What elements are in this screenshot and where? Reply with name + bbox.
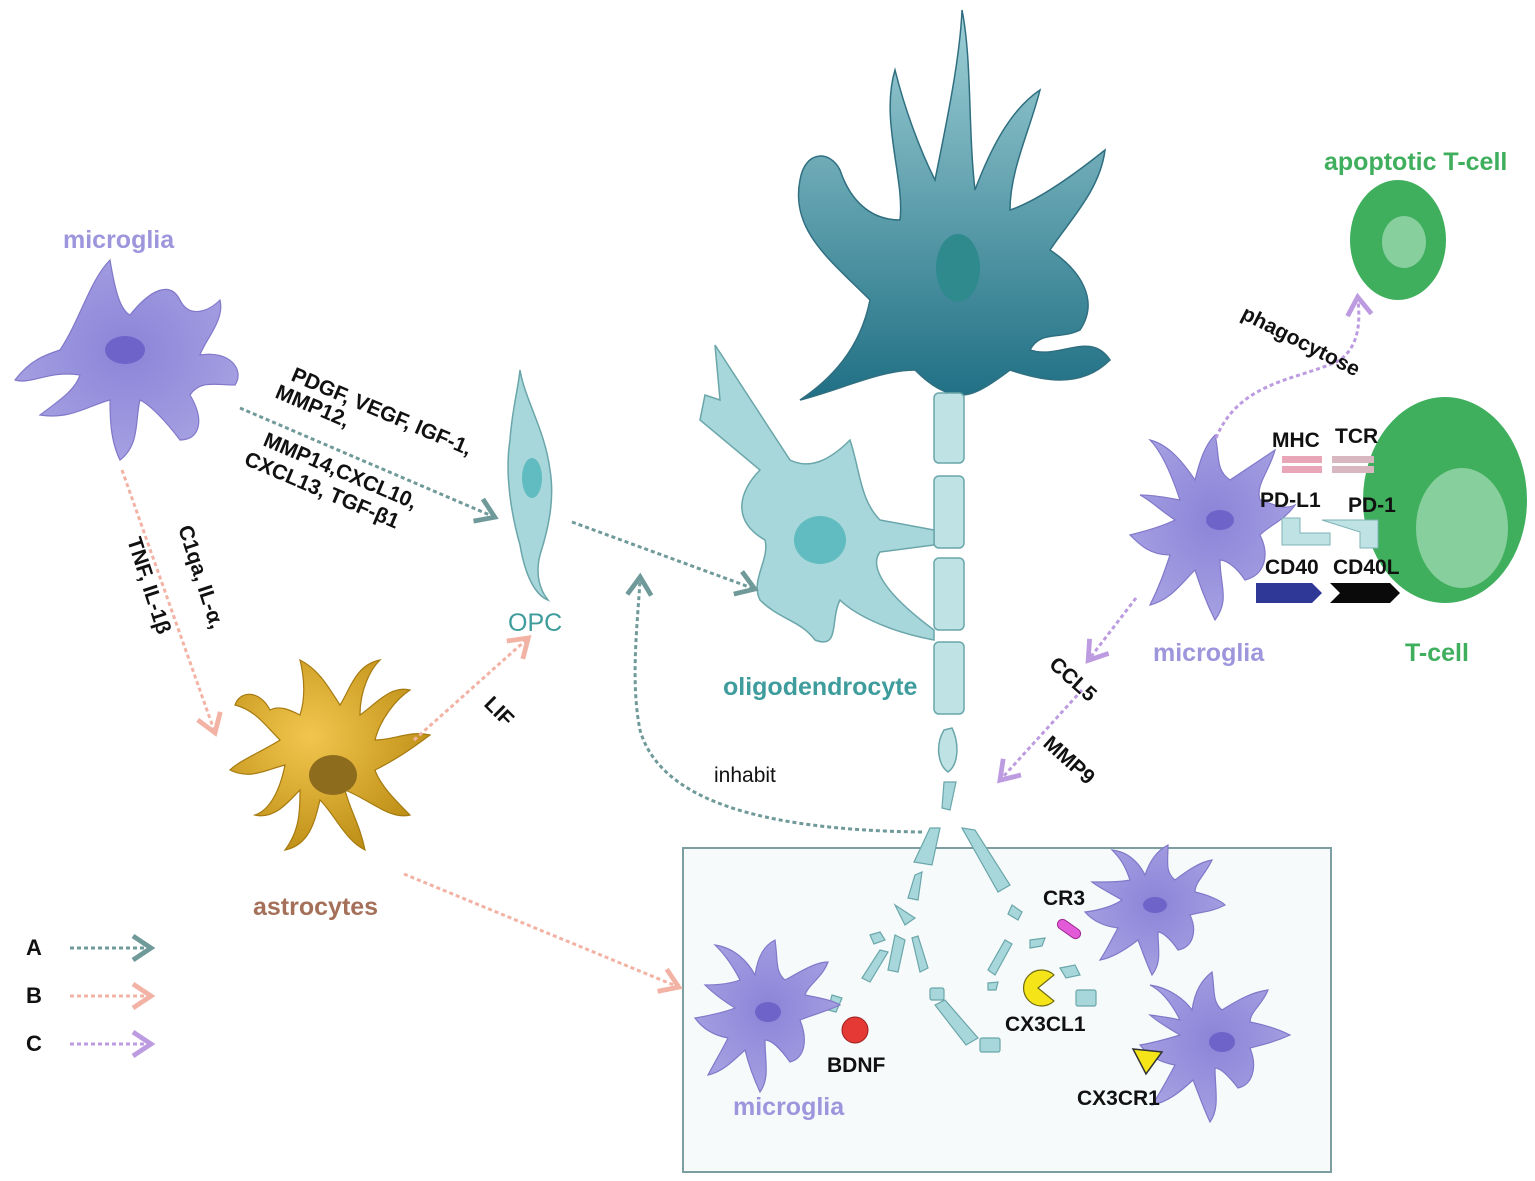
opc-cell [507, 369, 553, 602]
microglia-bottom-top-cell [1083, 844, 1226, 977]
arrow-astrocyte-to-box [403, 872, 683, 994]
mhc-receptor [1282, 456, 1322, 473]
pd-l1-shape [1281, 517, 1331, 546]
label-inhabit: inhabit [714, 764, 776, 787]
neuron-nucleus [936, 234, 980, 302]
opc-nucleus [522, 458, 542, 498]
arrow-microglia-to-astrocyte [120, 469, 223, 737]
oligodendrocyte-nucleus [794, 516, 846, 564]
label-microglia-bottom: microglia [733, 1093, 845, 1121]
label-cd40: CD40 [1265, 556, 1319, 579]
bdnf-ball [841, 1016, 869, 1044]
label-microglia-left: microglia [63, 226, 175, 254]
myelin-segment [933, 475, 965, 549]
legend-key-a: A [26, 935, 42, 960]
microglia-nucleus [1209, 1032, 1235, 1052]
label-oligodendrocyte: oligodendrocyte [723, 673, 918, 701]
t-cell-nucleus [1416, 468, 1508, 588]
arrow-mmp9 [997, 688, 1084, 784]
oligodendrocyte-cell [699, 344, 935, 643]
microglia-nucleus [1206, 510, 1234, 530]
astrocyte-nucleus [309, 755, 357, 795]
label-cx3cl1: CX3CL1 [1005, 1013, 1086, 1036]
label-pd-1: PD-1 [1348, 494, 1396, 517]
microglia-right-cell [1128, 433, 1297, 622]
label-astrocytes: astrocytes [253, 893, 378, 921]
cx3cr1-triangle [1131, 1048, 1164, 1076]
label-phagocytose: phagocytose [1238, 302, 1364, 381]
label-mmp9: MMP9 [1039, 732, 1099, 790]
label-c1qa: C1qa, IL-α, [173, 522, 228, 631]
apoptotic-t-cell [1350, 180, 1446, 300]
label-apoptotic-t-cell: apoptotic T-cell [1324, 148, 1507, 176]
myelin-segment [933, 641, 965, 715]
apoptotic-nucleus [1382, 216, 1426, 268]
label-opc: OPC [508, 609, 562, 637]
myelin-segment [933, 557, 965, 631]
label-cr3: CR3 [1043, 887, 1085, 910]
arrow-phagocytose [1214, 292, 1374, 439]
cd40l-shape [1330, 583, 1400, 603]
microglia-bottom-left-cell [693, 939, 842, 1094]
microglia-bottom-right-cell [1138, 970, 1292, 1124]
label-cx3cr1: CX3CR1 [1077, 1087, 1160, 1110]
label-microglia-right: microglia [1153, 639, 1265, 667]
cx3cl1-pacman [1022, 969, 1055, 1007]
arrow-microglia-to-opc [239, 406, 499, 524]
label-mhc: MHC [1272, 429, 1320, 452]
label-tnf: TNF, IL-1β [122, 534, 175, 637]
arrow-ccl5 [1085, 597, 1138, 664]
label-ccl5: CCL5 [1045, 653, 1101, 707]
label-cd40l: CD40L [1333, 556, 1400, 579]
microglia-nucleus [1143, 897, 1167, 913]
label-t-cell: T-cell [1405, 639, 1469, 667]
label-bdnf: BDNF [827, 1054, 885, 1077]
microglia-nucleus [755, 1002, 781, 1022]
pd-1-shape [1321, 519, 1379, 549]
legend-key-b: B [26, 983, 42, 1008]
axon-end [937, 727, 958, 773]
label-tcr: TCR [1335, 425, 1378, 448]
neuron [797, 9, 1111, 773]
myelin-segment [933, 392, 965, 464]
axon-debris [827, 781, 1097, 1053]
astrocyte-cell [228, 658, 432, 852]
label-lif: LIF [479, 692, 518, 731]
cd40-shape [1256, 583, 1322, 603]
microglia-nucleus [105, 336, 145, 364]
label-pd-l1: PD-L1 [1260, 489, 1321, 512]
legend-key-c: C [26, 1031, 42, 1056]
arrow-inhabit [625, 572, 923, 834]
arrow-opc-to-oligodendrocyte [571, 520, 759, 597]
cr3-receptor [1056, 918, 1082, 940]
tcr-receptor [1332, 456, 1374, 473]
microglia-left-cell [14, 258, 239, 461]
arrow-astrocyte-to-opc [413, 635, 532, 742]
t-cell [1363, 397, 1527, 603]
